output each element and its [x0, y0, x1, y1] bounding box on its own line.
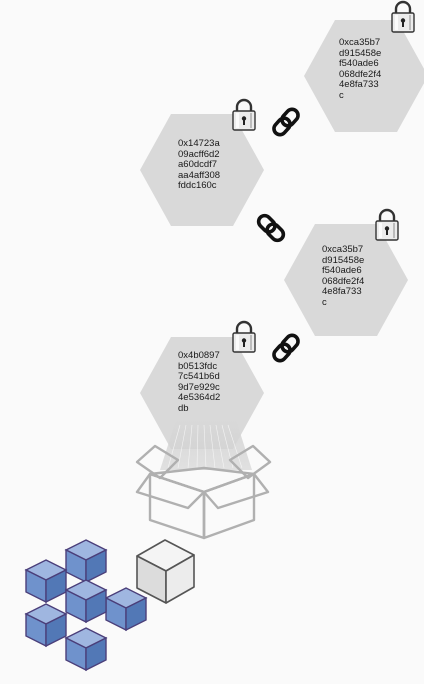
chain-link-icon — [272, 107, 301, 137]
padlock-icon — [376, 210, 398, 240]
block-3 — [284, 210, 408, 336]
chain-link-icon — [256, 213, 286, 243]
block-hexagon — [140, 114, 264, 226]
block-hexagon — [304, 20, 424, 132]
padlock-icon — [233, 100, 255, 130]
block-2 — [140, 100, 264, 226]
padlock-icon — [233, 322, 255, 352]
padlock-icon — [392, 2, 414, 32]
block-1 — [304, 2, 424, 132]
single-cube-icon — [137, 540, 194, 603]
block-hexagon — [284, 224, 408, 336]
chain-link-icon — [272, 333, 301, 363]
open-box-icon — [137, 420, 270, 538]
cube-cluster-icon — [26, 540, 146, 670]
